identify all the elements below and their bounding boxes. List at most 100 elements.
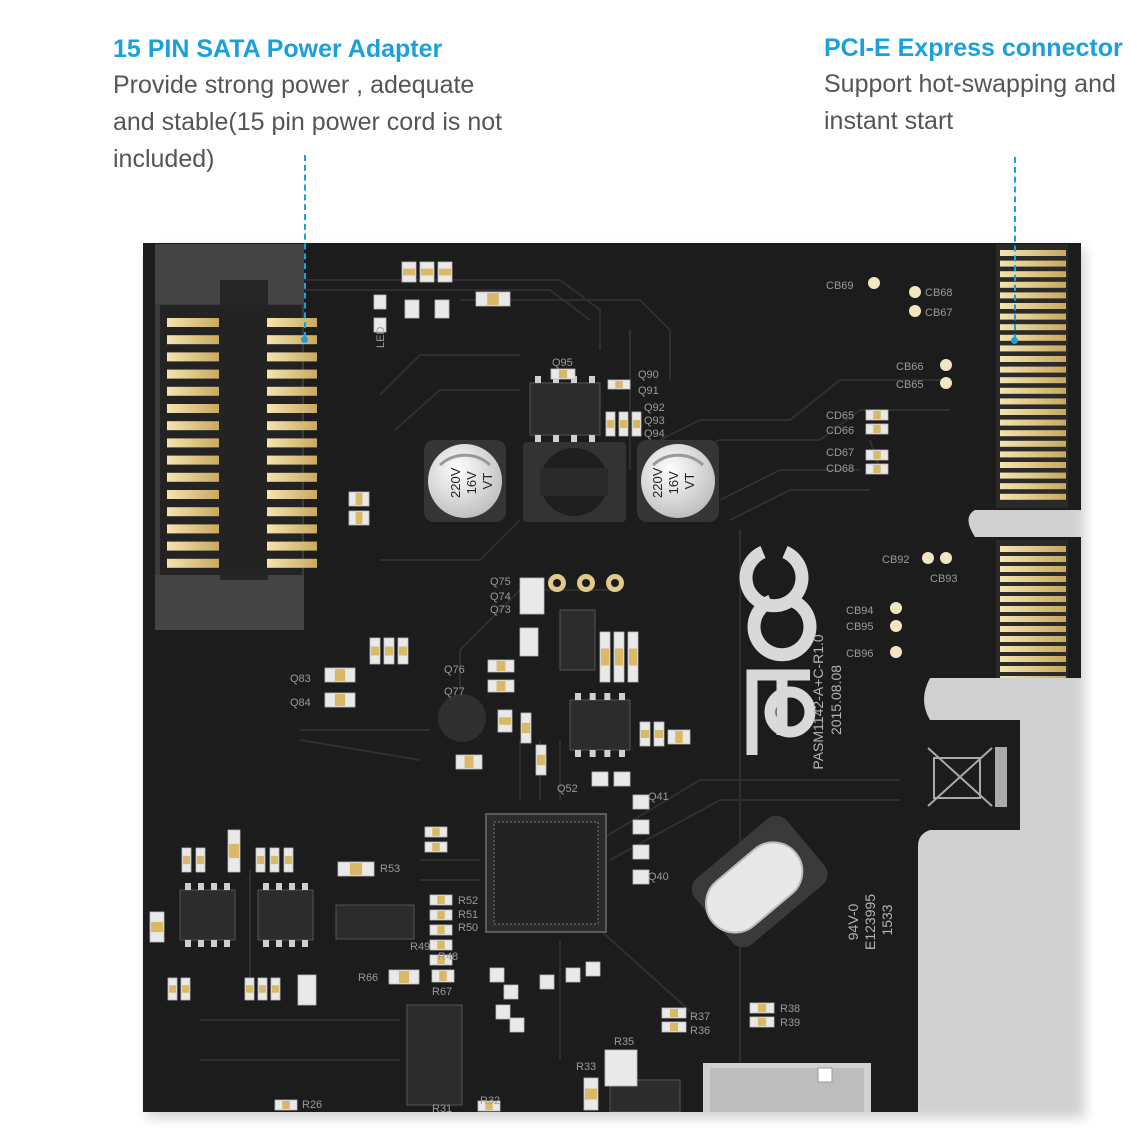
fcc-logo (746, 669, 816, 755)
smd-part-body (257, 855, 264, 865)
sata-pin (267, 524, 317, 534)
through-hole-pad-hole (582, 579, 590, 587)
r-label: R48 (438, 951, 458, 963)
smd-part-body (271, 855, 278, 865)
pcie-finger (1000, 666, 1066, 672)
smd-part-body (403, 268, 415, 276)
sata-pin (267, 369, 317, 379)
chip-leg (589, 435, 595, 442)
pcie-finger (1000, 472, 1066, 479)
test-pad (940, 552, 952, 564)
sata-pin (267, 421, 317, 431)
sata-pin (167, 490, 219, 499)
q-label: Q77 (444, 686, 465, 698)
pcie-finger (1000, 616, 1066, 622)
smd-part (539, 974, 555, 990)
test-pad (940, 359, 952, 371)
smd-part-body (437, 911, 445, 919)
pcie-callout-description: Support hot-swapping and instant start (824, 70, 1116, 135)
smd-part (632, 869, 650, 885)
q-label: Q94 (644, 428, 665, 440)
chip-leg (535, 435, 541, 442)
smd-part-body (655, 729, 663, 739)
smd-part-body (169, 985, 176, 993)
smd-part-body (282, 1101, 290, 1109)
smd-part-body (285, 855, 292, 865)
pcb-body (143, 243, 1081, 1112)
r-label: R39 (780, 1017, 800, 1029)
sata-pin (167, 455, 219, 465)
chip-leg (198, 883, 204, 890)
smd-part-body (496, 681, 506, 691)
sata-pin (167, 352, 219, 362)
sata-pin (267, 335, 317, 345)
chip-leg (224, 940, 230, 947)
r-label: R53 (380, 863, 400, 875)
test-pad (890, 646, 902, 658)
smd-part-body (439, 971, 447, 981)
sata-pin (267, 541, 317, 551)
sata-pin (167, 404, 219, 413)
sata-pin (167, 335, 219, 345)
q-label: Q73 (490, 604, 511, 616)
test-pad (890, 620, 902, 632)
svg-text:PASM1142-A+C-R1.0 2015.0: PASM1142-A+C-R1.0 2015.08.08 (810, 630, 844, 769)
smd-part-body (601, 648, 609, 666)
r-label: R49 (410, 941, 430, 953)
r-label: R38 (780, 1003, 800, 1015)
r-label: R50 (458, 922, 478, 934)
q-label: Q95 (552, 357, 573, 369)
smd-part-body (432, 828, 440, 836)
pcie-finger (1000, 606, 1066, 612)
smd-part (509, 1017, 525, 1033)
smd-part-body (432, 843, 440, 851)
smd-part (565, 967, 581, 983)
r-label: R26 (302, 1099, 322, 1111)
sata-pin (267, 404, 317, 413)
sata-pin (167, 438, 219, 448)
smd-part-body (259, 985, 266, 993)
smd-part-body (334, 669, 346, 681)
pcie-finger (1000, 409, 1066, 415)
smd-part-body (873, 411, 881, 419)
usb-connector (703, 1063, 871, 1112)
board-date-label: 2015.08.08 (828, 665, 844, 735)
cap-left-voltage: 220V (448, 467, 463, 498)
smd-part-body (437, 941, 445, 949)
cap-right-type: VT (682, 473, 697, 490)
smd-part (373, 317, 387, 333)
smd-part-body (499, 717, 511, 725)
inductor (523, 442, 626, 522)
pcie-finger (1000, 483, 1066, 490)
test-pad (909, 286, 921, 298)
ul-code-label: 94V-0 (845, 903, 861, 940)
sata-pin (167, 472, 219, 482)
sata-pin (267, 490, 317, 499)
smd-components (149, 261, 889, 1112)
q-label: Q74 (490, 591, 511, 603)
through-hole-pad-hole (611, 579, 619, 587)
q-label: Q84 (290, 697, 311, 709)
q-label: Q92 (644, 402, 665, 414)
chip-leg (302, 940, 308, 947)
cap-right-rating: 16V (666, 471, 681, 494)
r-label: R36 (690, 1025, 710, 1037)
pcie-finger (1000, 260, 1066, 267)
smd-part-body (246, 985, 253, 993)
q-label: Q83 (290, 673, 311, 685)
q-label: Q75 (490, 576, 511, 588)
pcie-finger (1000, 440, 1066, 447)
smd-part-body (558, 370, 568, 378)
led-label: LED (375, 327, 387, 348)
chip-leg (589, 376, 595, 383)
pcie-finger (1000, 636, 1066, 642)
cb-label: CB65 (896, 379, 924, 391)
smd-part-body (334, 694, 346, 706)
smd-part (585, 961, 601, 977)
ic-chips (179, 382, 681, 1112)
smd-part (404, 299, 420, 319)
q-label: Q93 (644, 415, 665, 427)
sata-connector (155, 244, 317, 630)
pcie-finger (1000, 250, 1066, 256)
cd-label: CD65 (826, 410, 854, 422)
